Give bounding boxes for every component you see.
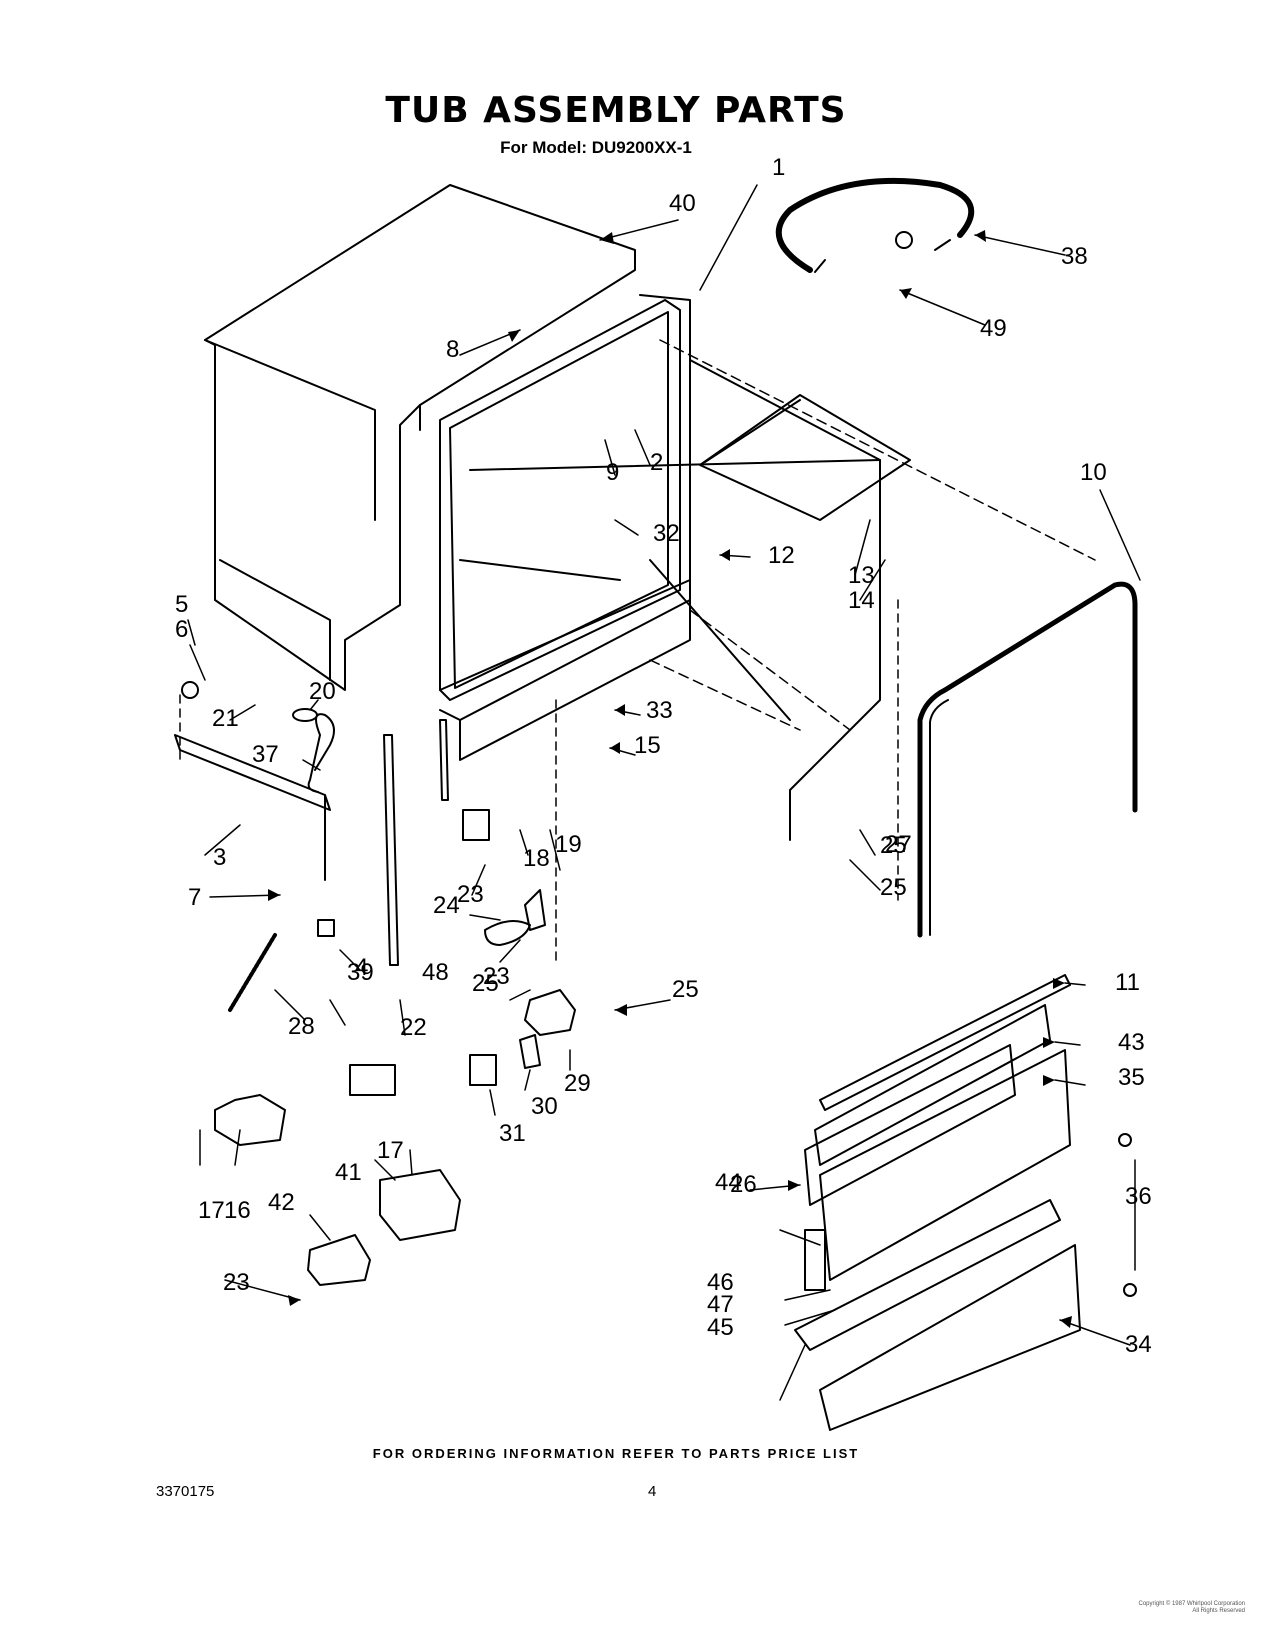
callout-26: 26 <box>730 1171 757 1198</box>
callout-48: 48 <box>422 959 449 986</box>
callout-41: 41 <box>335 1159 362 1186</box>
copyright-notice: Copyright © 1987 Whirlpool Corporation A… <box>1045 1601 1245 1615</box>
callout-46: 46 <box>707 1269 734 1296</box>
callout-28: 28 <box>288 1013 315 1040</box>
model-subtitle: For Model: DU9200XX-1 <box>500 138 692 157</box>
callout-5: 5 <box>175 591 188 618</box>
toe-panel-34 <box>819 1244 1081 1431</box>
callout-3: 3 <box>213 844 226 871</box>
callout-34: 34 <box>1125 1331 1152 1358</box>
callout-7: 7 <box>188 884 201 911</box>
callout-31: 31 <box>499 1120 526 1147</box>
callout-4: 4 <box>355 954 368 981</box>
callout-47: 47 <box>707 1291 734 1318</box>
callout-6: 6 <box>175 616 188 643</box>
callout-29: 29 <box>564 1070 591 1097</box>
callout-30: 30 <box>531 1093 558 1120</box>
callout-44: 44 <box>715 1169 742 1196</box>
spring-28 <box>228 933 277 1012</box>
callout-10: 10 <box>1080 459 1107 486</box>
copyright-line: All Rights Reserved <box>1192 1608 1245 1614</box>
bracket-3 <box>174 734 331 811</box>
callout-43: 43 <box>1118 1029 1145 1056</box>
callout-21: 21 <box>212 705 239 732</box>
callout-19: 19 <box>555 831 582 858</box>
copyright-line: Copyright © 1987 Whirlpool Corporation <box>1138 1601 1245 1607</box>
page-title: TUB ASSEMBLY PARTS <box>385 90 847 131</box>
callout-9: 9 <box>606 459 619 486</box>
hose-38 <box>775 177 975 273</box>
callout-13: 13 <box>848 562 875 589</box>
callout-45: 45 <box>707 1314 734 1341</box>
frame-10 <box>917 581 1138 938</box>
callout-15: 15 <box>634 732 661 759</box>
callout-39: 39 <box>347 959 374 986</box>
callout-24: 24 <box>433 892 460 919</box>
callout-20: 20 <box>309 678 336 705</box>
callout-23: 23 <box>483 963 510 990</box>
callout-23: 23 <box>457 881 484 908</box>
ordering-note: FOR ORDERING INFORMATION REFER TO PARTS … <box>372 1446 860 1461</box>
outer-tub <box>204 184 636 691</box>
callout-22: 22 <box>400 1014 427 1041</box>
page-number: 4 <box>648 1483 657 1500</box>
grille-45 <box>794 1199 1061 1351</box>
callout-40: 40 <box>669 190 696 217</box>
callout-25: 25 <box>672 976 699 1003</box>
callout-38: 38 <box>1061 243 1088 270</box>
callout-17: 17 <box>377 1137 404 1164</box>
callout-25: 25 <box>880 874 907 901</box>
rail-11 <box>819 974 1071 1111</box>
callout-1: 1 <box>772 154 785 181</box>
callout-12: 12 <box>768 542 795 569</box>
callout-37: 37 <box>252 741 279 768</box>
callout-11: 11 <box>1115 969 1140 996</box>
panel-35 <box>819 1049 1071 1281</box>
document-number: 3370175 <box>156 1483 215 1500</box>
callout-23: 23 <box>223 1269 250 1296</box>
callout-49: 49 <box>980 315 1007 342</box>
callout-14: 14 <box>848 587 875 614</box>
panel-44 <box>804 1044 1016 1206</box>
callout-18: 18 <box>523 845 550 872</box>
callout-25: 25 <box>472 970 499 997</box>
callout-25: 25 <box>880 832 907 859</box>
callout-16: 16 <box>224 1197 251 1224</box>
callout-17: 17 <box>198 1197 225 1224</box>
callout-32: 32 <box>653 520 680 547</box>
callout-42: 42 <box>268 1189 295 1216</box>
insulation-blanket <box>699 394 911 521</box>
callout-36: 36 <box>1125 1183 1152 1210</box>
callout-2: 2 <box>650 449 663 476</box>
callout-35: 35 <box>1118 1064 1145 1091</box>
callout-27: 27 <box>885 831 912 858</box>
door-gasket <box>439 299 681 701</box>
callout-33: 33 <box>646 697 673 724</box>
callout-8: 8 <box>446 336 459 363</box>
